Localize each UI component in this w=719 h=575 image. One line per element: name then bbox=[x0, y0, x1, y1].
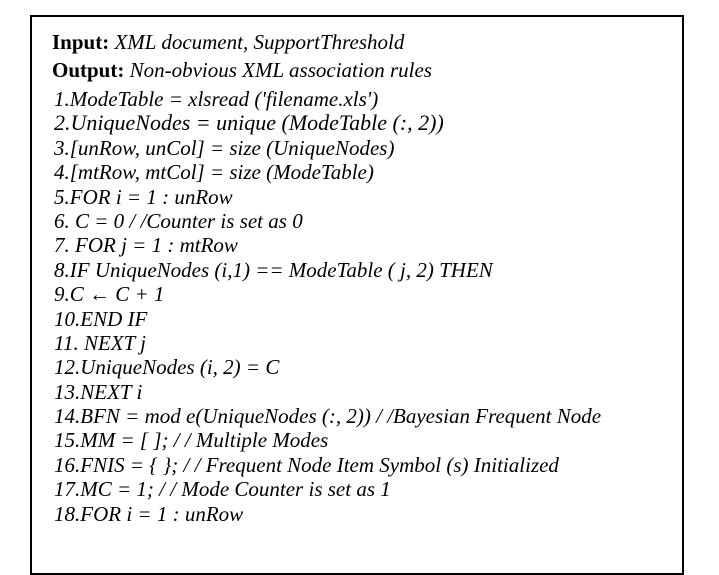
step-5: 5.FOR i = 1 : unRow bbox=[54, 184, 233, 209]
step-9: 9.C ← C + 1 bbox=[54, 282, 165, 307]
algorithm-box: Input: XML document, SupportThreshold Ou… bbox=[30, 15, 684, 575]
input-label: Input: bbox=[52, 30, 110, 54]
step-16: 16.FNIS = { }; / / Frequent Node Item Sy… bbox=[54, 452, 559, 477]
step-11: 11. NEXT j bbox=[54, 330, 146, 355]
step-3: 3.[unRow, unCol] = size (UniqueNodes) bbox=[54, 135, 395, 160]
input-value: XML document, SupportThreshold bbox=[114, 30, 405, 54]
step-1: 1.ModeTable = xlsread ('filename.xls') bbox=[54, 87, 379, 111]
step-2: 2.UniqueNodes = unique (ModeTable (:, 2)… bbox=[54, 110, 444, 136]
step-14: 14.BFN = mod e(UniqueNodes (:, 2)) / /Ba… bbox=[54, 404, 602, 429]
step-4: 4.[mtRow, mtCol] = size (ModeTable) bbox=[54, 160, 374, 185]
step-7: 7. FOR j = 1 : mtRow bbox=[54, 233, 238, 258]
step-6: 6. C = 0 / /Counter is set as 0 bbox=[54, 208, 303, 233]
step-15: 15.MM = [ ]; / / Multiple Modes bbox=[54, 428, 329, 453]
step-10: 10.END IF bbox=[54, 306, 148, 331]
output-value: Non-obvious XML association rules bbox=[129, 58, 432, 82]
output-line: Output: Non-obvious XML association rule… bbox=[52, 57, 432, 83]
algorithm-steps: 1.ModeTable = xlsread ('filename.xls') 2… bbox=[54, 87, 601, 526]
output-label: Output: bbox=[52, 58, 125, 82]
step-13: 13.NEXT i bbox=[54, 379, 143, 404]
input-line: Input: XML document, SupportThreshold bbox=[52, 29, 404, 55]
step-12: 12.UniqueNodes (i, 2) = C bbox=[54, 355, 280, 380]
step-8: 8.IF UniqueNodes (i,1) == ModeTable ( j,… bbox=[54, 257, 493, 282]
step-17: 17.MC = 1; / / Mode Counter is set as 1 bbox=[54, 477, 391, 502]
step-18: 18.FOR i = 1 : unRow bbox=[54, 501, 244, 526]
